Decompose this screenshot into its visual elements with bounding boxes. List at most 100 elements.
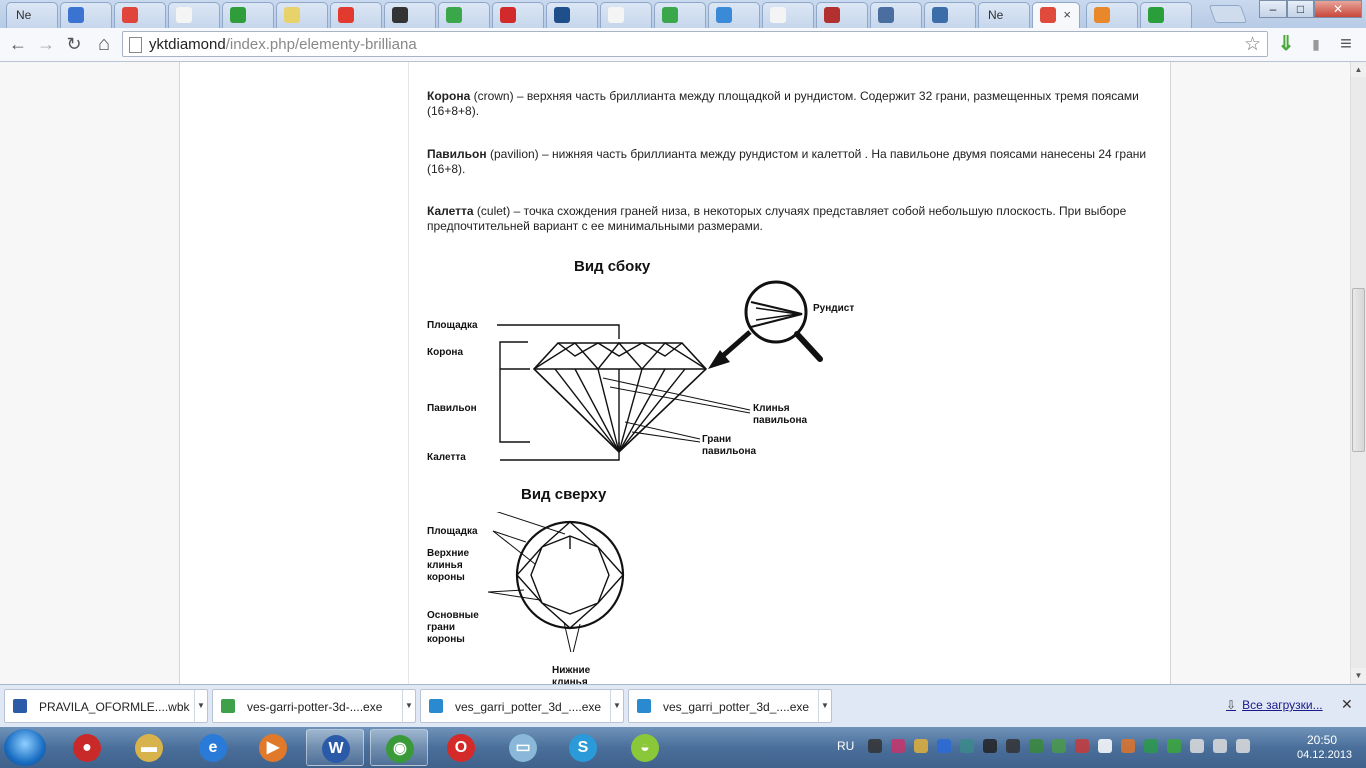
skype-app[interactable]: S bbox=[554, 729, 612, 766]
top-view-diagram bbox=[487, 512, 625, 652]
paint-icon: ◒ bbox=[631, 734, 659, 762]
tray-icon[interactable] bbox=[983, 739, 997, 753]
close-tab-icon[interactable]: × bbox=[1063, 7, 1071, 22]
play-tab-icon bbox=[878, 7, 894, 23]
download-arrow-icon bbox=[221, 699, 235, 713]
tray-icon[interactable] bbox=[891, 739, 905, 753]
ie-app[interactable]: e bbox=[184, 729, 242, 766]
tab-21[interactable] bbox=[1140, 2, 1192, 28]
tab-9[interactable] bbox=[492, 2, 544, 28]
all-downloads-link[interactable]: ⇩Все загрузки... bbox=[1226, 698, 1323, 712]
download-item[interactable]: ves_garri_potter_3d_....exe▼ bbox=[628, 689, 832, 723]
tab-4[interactable] bbox=[222, 2, 274, 28]
tray-icon[interactable] bbox=[1075, 739, 1089, 753]
tray-icon[interactable] bbox=[1098, 739, 1112, 753]
download-menu-icon[interactable]: ▼ bbox=[194, 690, 207, 722]
bookmark-star-icon[interactable]: ☆ bbox=[1243, 34, 1261, 55]
reload-button[interactable]: ↻ bbox=[66, 34, 82, 54]
minimize-button[interactable]: – bbox=[1259, 0, 1287, 18]
scroll-down-icon[interactable]: ▼ bbox=[1351, 668, 1366, 683]
tab-11[interactable] bbox=[600, 2, 652, 28]
tab-18[interactable]: Ne bbox=[978, 2, 1030, 28]
download-menu-icon[interactable]: ▼ bbox=[402, 690, 415, 722]
tray-icon[interactable] bbox=[1190, 739, 1204, 753]
paragraph-crown: Корона (crown) – верхняя часть бриллиант… bbox=[427, 89, 1152, 119]
media-app[interactable]: ● bbox=[58, 729, 116, 766]
tab-2[interactable] bbox=[114, 2, 166, 28]
tab-5[interactable] bbox=[276, 2, 328, 28]
language-indicator[interactable]: RU bbox=[837, 739, 855, 753]
tab-16[interactable] bbox=[870, 2, 922, 28]
chrome-app[interactable]: ◉ bbox=[370, 729, 428, 766]
tray-icon[interactable] bbox=[1236, 739, 1250, 753]
tab-12[interactable] bbox=[654, 2, 706, 28]
tray-icon[interactable] bbox=[1052, 739, 1066, 753]
notepad-icon: ▭ bbox=[509, 734, 537, 762]
scroll-up-icon[interactable]: ▲ bbox=[1351, 62, 1366, 77]
close-download-shelf-icon[interactable]: ✕ bbox=[1341, 696, 1353, 712]
new-tab-button[interactable] bbox=[1208, 5, 1248, 23]
explorer-app[interactable]: ▬ bbox=[120, 729, 178, 766]
tab-8[interactable] bbox=[438, 2, 490, 28]
url-text[interactable]: yktdiamond/index.php/elementy-brilliana bbox=[149, 36, 417, 53]
tab-19[interactable]: × bbox=[1032, 2, 1080, 28]
tray-icon[interactable] bbox=[868, 739, 882, 753]
tab-6[interactable] bbox=[330, 2, 382, 28]
tray-icon[interactable] bbox=[1121, 739, 1135, 753]
tray-icon[interactable] bbox=[1006, 739, 1020, 753]
home-button[interactable]: ⌂ bbox=[97, 33, 111, 55]
content-area bbox=[180, 62, 1170, 684]
url-domain: yktdiamond bbox=[149, 36, 226, 53]
tab-14[interactable] bbox=[762, 2, 814, 28]
text-crown: (crown) – верхняя часть бриллианта между… bbox=[427, 89, 1139, 118]
paint-app[interactable]: ◒ bbox=[616, 729, 674, 766]
menu-icon[interactable]: ≡ bbox=[1340, 33, 1352, 55]
address-bar[interactable]: yktdiamond/index.php/elementy-brilliana … bbox=[122, 31, 1268, 57]
word-app[interactable]: W bbox=[306, 729, 364, 766]
download-item[interactable]: ves-garri-potter-3d-....exe▼ bbox=[212, 689, 416, 723]
tray-icon[interactable] bbox=[960, 739, 974, 753]
opera-app[interactable]: O bbox=[432, 729, 490, 766]
tab-0[interactable]: Ne bbox=[6, 2, 58, 28]
tray-icon[interactable] bbox=[1167, 739, 1181, 753]
tab-3[interactable] bbox=[168, 2, 220, 28]
close-window-button[interactable]: ✕ bbox=[1314, 0, 1362, 18]
download-extension-icon[interactable]: ⇓ bbox=[1277, 33, 1295, 55]
maximize-button[interactable]: □ bbox=[1287, 0, 1314, 18]
stats-extension-icon[interactable]: ▮ bbox=[1312, 36, 1320, 52]
tab-13[interactable] bbox=[708, 2, 760, 28]
tab-7[interactable] bbox=[384, 2, 436, 28]
term-pavilion: Павильон bbox=[427, 147, 487, 161]
tab-10[interactable] bbox=[546, 2, 598, 28]
tab-1[interactable] bbox=[60, 2, 112, 28]
tray-icon[interactable] bbox=[937, 739, 951, 753]
diamond-outline bbox=[532, 342, 708, 454]
left-column-border bbox=[179, 62, 180, 684]
player-app[interactable]: ▶ bbox=[244, 729, 302, 766]
start-button[interactable] bbox=[4, 729, 46, 766]
green-check-tab-icon bbox=[446, 7, 462, 23]
tray-icon[interactable] bbox=[1029, 739, 1043, 753]
tab-17[interactable] bbox=[924, 2, 976, 28]
back-button[interactable]: ← bbox=[9, 34, 27, 54]
tray-icon[interactable] bbox=[1213, 739, 1227, 753]
download-item[interactable]: PRAVILA_OFORMLE....wbk▼ bbox=[4, 689, 208, 723]
download-menu-icon[interactable]: ▼ bbox=[610, 690, 623, 722]
notepad-app[interactable]: ▭ bbox=[494, 729, 552, 766]
forward-button[interactable]: → bbox=[37, 34, 55, 54]
download-item[interactable]: ves_garri_potter_3d_....exe▼ bbox=[420, 689, 624, 723]
tab-20[interactable] bbox=[1086, 2, 1138, 28]
culet-leader bbox=[500, 442, 620, 461]
tab-title: Ne bbox=[988, 8, 1004, 22]
r-tab-icon bbox=[554, 7, 570, 23]
download-menu-icon[interactable]: ▼ bbox=[818, 690, 831, 722]
download-tab-icon bbox=[1148, 7, 1164, 23]
media-icon: ● bbox=[73, 734, 101, 762]
scrollbar-thumb[interactable] bbox=[1352, 288, 1365, 452]
tray-icon[interactable] bbox=[1144, 739, 1158, 753]
vertical-scrollbar[interactable]: ▲ ▼ bbox=[1350, 62, 1366, 684]
tray-icon[interactable] bbox=[914, 739, 928, 753]
tab-15[interactable] bbox=[816, 2, 868, 28]
label-pavilion-wedges: Клинья павильона bbox=[753, 403, 808, 426]
